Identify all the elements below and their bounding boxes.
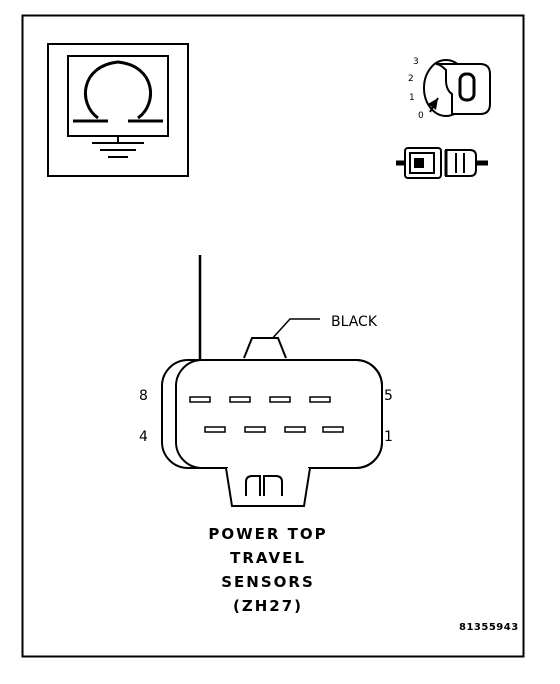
key-position-0: 0: [418, 111, 424, 121]
pin-label-bottom-right: 1: [384, 429, 393, 445]
pin-label-bottom-left: 4: [139, 429, 148, 445]
pin-5: [309, 396, 331, 403]
ohmmeter-icon: [47, 43, 189, 177]
pin-6: [269, 396, 291, 403]
connector-disconnect-icon: [396, 147, 488, 179]
connector-body: [161, 337, 383, 507]
pin-1: [322, 426, 344, 433]
title-line-3: SENSORS: [221, 573, 315, 591]
key-position-3: 3: [413, 57, 419, 67]
pin-7: [229, 396, 251, 403]
pin-8: [189, 396, 211, 403]
title-line-1: POWER TOP: [208, 525, 327, 543]
pin-label-top-left: 8: [139, 388, 148, 404]
title-line-4: (ZH27): [233, 597, 303, 615]
key-position-2: 2: [408, 74, 414, 84]
pin-3: [244, 426, 266, 433]
figure-code: 81355943: [459, 622, 519, 633]
connector-title: POWER TOP TRAVEL SENSORS (ZH27): [208, 525, 327, 615]
title-line-2: TRAVEL: [230, 549, 306, 567]
connector-color-label: BLACK: [331, 314, 378, 330]
pin-4: [204, 426, 226, 433]
ignition-key-icon: 3 2 1 0: [408, 57, 491, 121]
key-position-1: 1: [409, 93, 415, 103]
pin-2: [284, 426, 306, 433]
outer-frame: [21, 14, 525, 658]
pin-label-top-right: 5: [384, 388, 393, 404]
